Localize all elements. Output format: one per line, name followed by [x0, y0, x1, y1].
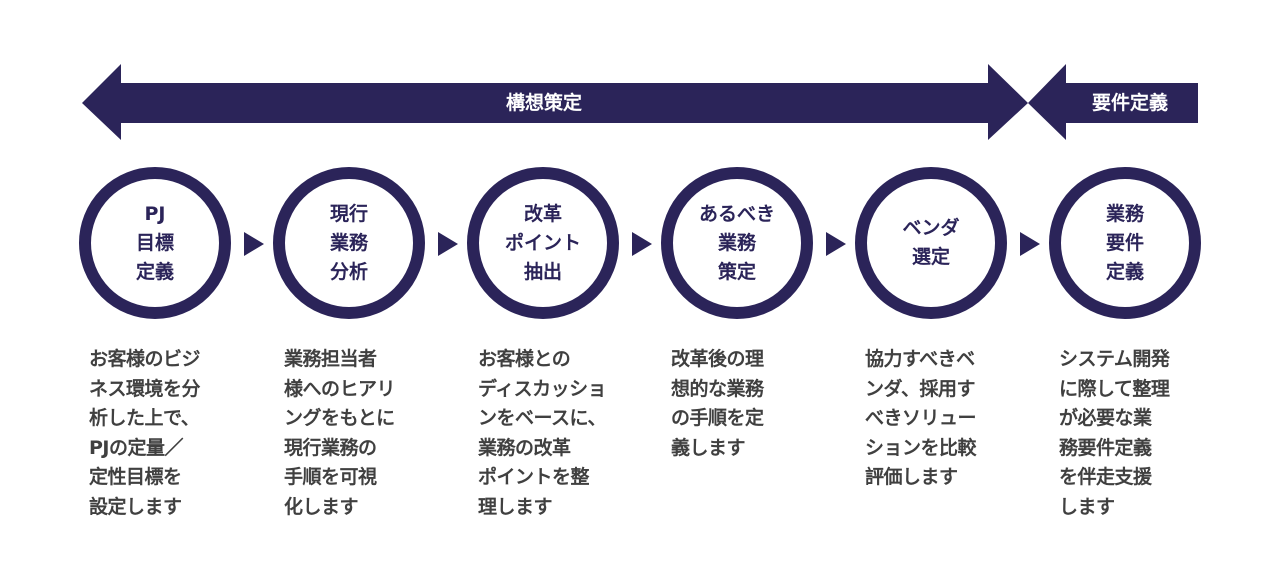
step-description: お客様のビジ ネス環境を分 析した上で、 PJの定量／ 定性目標を 設定します [89, 348, 201, 518]
step-arrow-icon [244, 232, 264, 256]
step-description: 業務担当者 様へのヒアリ ングをもとに 現行業務の 手順を可視 化します [284, 348, 396, 518]
step-arrow-icon [826, 232, 846, 256]
step-title: ベンダ 選定 [902, 217, 960, 268]
step-circle-reform-points: 改革 ポイント 抽出 [467, 167, 619, 319]
step-title: あるべき 業務 策定 [698, 202, 775, 283]
step-arrow-icon [632, 232, 652, 256]
step-circle-vendor-selection: ベンダ 選定 [855, 167, 1007, 319]
step-description: お客様との ディスカッショ ンをベースに、 業務の改革 ポイントを整 理します [478, 348, 607, 518]
step-description: システム開発 に際して整理 が必要な業 務要件定義 を伴走支援 します [1059, 348, 1170, 518]
concept-phase-arrow [82, 64, 1028, 140]
step-title: 改革 ポイント 抽出 [504, 202, 581, 283]
step-title: 業務 要件 定義 [1105, 202, 1144, 283]
step-title: 現行 業務 分析 [329, 202, 368, 283]
step-description: 改革後の理 想的な業務 の手順を定 義します [671, 348, 764, 459]
step-circle-current-analysis: 現行 業務 分析 [273, 167, 425, 319]
step-title: PJ 目標 定義 [135, 202, 174, 283]
step-arrow-icon [438, 232, 458, 256]
step-description: 協力すべきベ ンダ、採用す べきソリュー ションを比較 評価します [865, 348, 977, 488]
step-circle-ideal-business: あるべき 業務 策定 [661, 167, 813, 319]
phase-label-requirements: 要件定義 [1092, 92, 1169, 114]
requirements-phase-arrow [1028, 64, 1198, 140]
phase-label-concept: 構想策定 [506, 92, 583, 114]
step-arrow-icon [1020, 232, 1040, 256]
step-circle-requirements: 業務 要件 定義 [1049, 167, 1201, 319]
step-circle-pj-goal: PJ 目標 定義 [79, 167, 231, 319]
